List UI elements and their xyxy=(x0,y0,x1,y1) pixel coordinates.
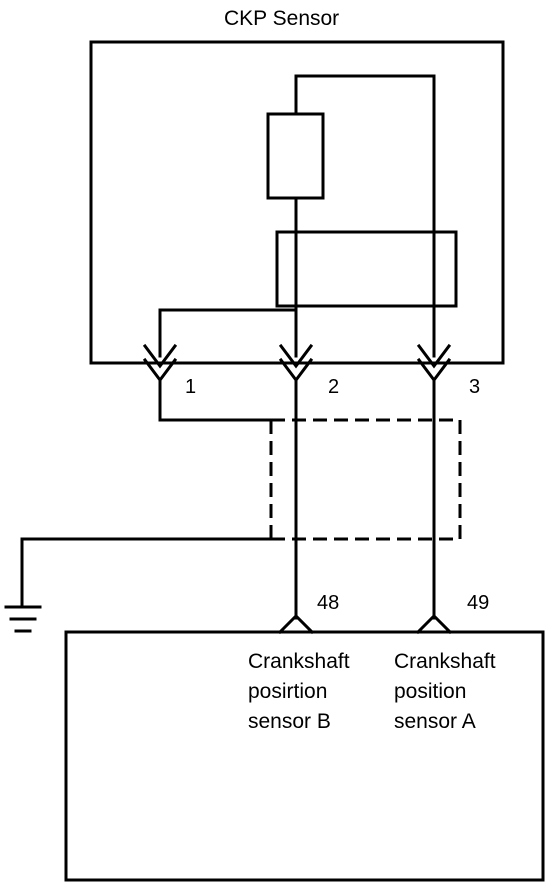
diagram-title: CKP Sensor xyxy=(224,7,340,30)
ecu-box xyxy=(64,630,545,882)
ecu-pin-label-49: 49 xyxy=(467,592,490,614)
shielded-cable xyxy=(269,418,462,541)
sensor-a-label-line-3: sensor A xyxy=(394,710,476,733)
connector-pin-2 xyxy=(278,343,314,369)
ecu-connector-49 xyxy=(415,613,453,635)
connector-pin-3 xyxy=(416,343,452,369)
sensor-b-label-line-3: sensor B xyxy=(248,710,331,733)
pin-label-1: 1 xyxy=(185,376,197,398)
sensor-a-label-line-1: Crankshaft xyxy=(394,650,496,673)
ecu-connector-48 xyxy=(277,613,315,635)
sensor-coil-element xyxy=(266,112,325,200)
connector-pin-1 xyxy=(142,343,178,369)
wire-ground xyxy=(20,537,273,606)
sensor-magnet-block xyxy=(275,230,458,308)
sensor-b-label-line-2: posirtion xyxy=(248,680,328,703)
wire-shield-to-pin-1 xyxy=(158,308,298,358)
sensor-a-label-line-2: position xyxy=(394,680,467,703)
wire-pin-1-to-shield xyxy=(158,378,273,422)
pin-label-2: 2 xyxy=(328,376,340,398)
pin-label-3: 3 xyxy=(469,376,481,398)
wire-coil-to-pin-3 xyxy=(294,74,436,358)
sensor-b-label-line-1: Crankshaft xyxy=(248,650,350,673)
ecu-pin-label-48: 48 xyxy=(317,592,340,614)
